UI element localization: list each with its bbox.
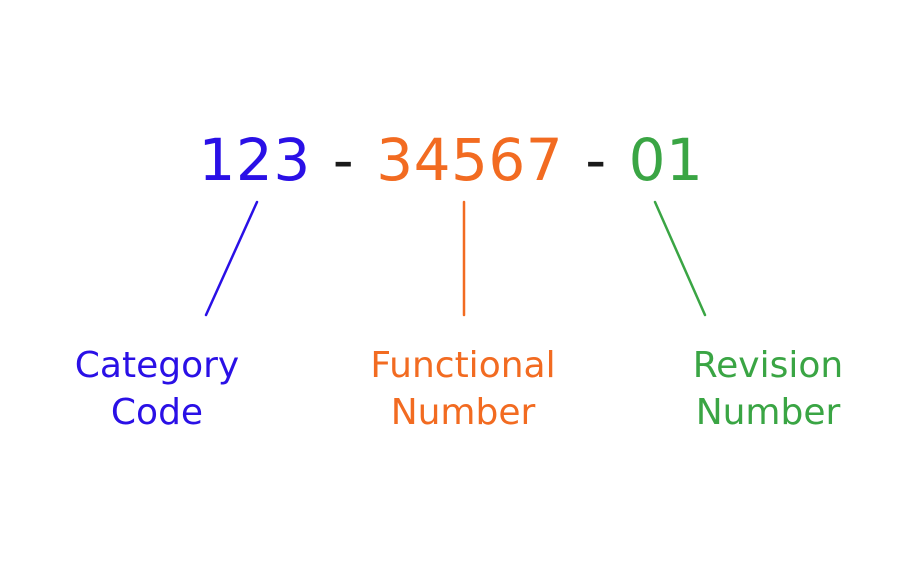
separator-dash-1: - — [332, 126, 355, 194]
category-connector-line — [204, 200, 259, 317]
category-code-label: Category Code — [55, 342, 259, 436]
revision-number-label: Revision Number — [670, 342, 866, 436]
revision-number-label-line2: Number — [695, 392, 841, 433]
revision-number-label-line1: Revision — [692, 345, 844, 386]
separator-dash-2: - — [585, 126, 607, 194]
category-code-label-line2: Code — [110, 392, 204, 433]
functional-number-label-line1: Functional — [370, 345, 556, 386]
revision-number-digits: 01 — [628, 126, 704, 194]
functional-number-digits: 34567 — [376, 126, 564, 194]
revision-connector-line — [653, 200, 707, 317]
functional-number-label-line2: Number — [390, 392, 536, 433]
part-number-display: 123-34567-01 — [0, 124, 902, 196]
category-code-digits: 123 — [198, 126, 311, 194]
category-code-label-line1: Category — [74, 345, 240, 386]
functional-number-label: Functional Number — [350, 342, 576, 436]
